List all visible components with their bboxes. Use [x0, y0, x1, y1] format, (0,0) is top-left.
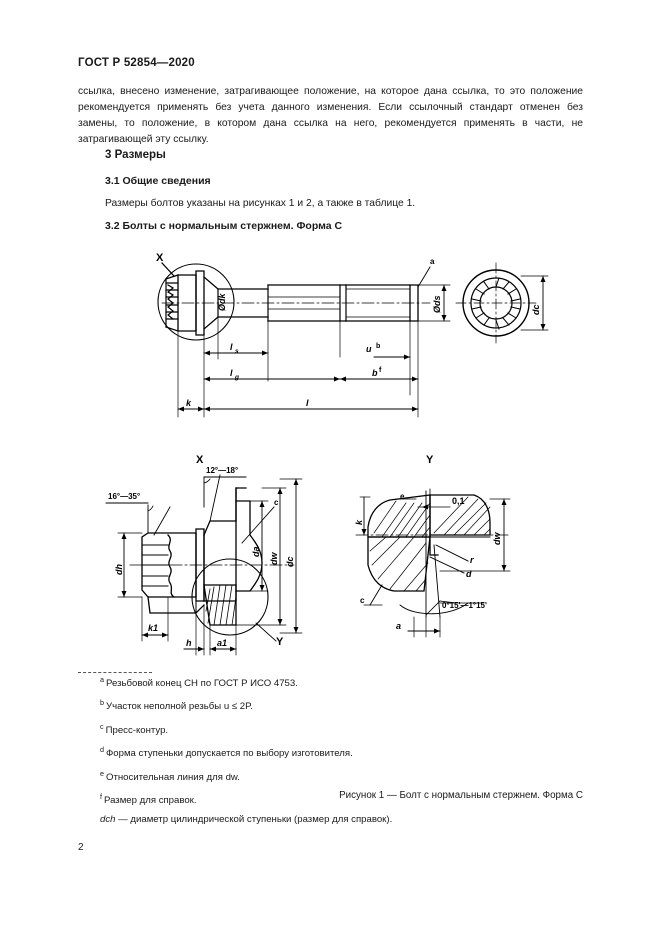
detail-x-angle-left: 16°—35° [108, 492, 140, 501]
end-circular-view [455, 262, 549, 344]
detail-x-dim-da: da [251, 546, 261, 557]
end-view-dim-dc: dc [531, 304, 541, 315]
section-heading-3-2: 3.2 Болты с нормальным стержнем. Форма C [105, 220, 343, 232]
main-view-dim-b-note: f [379, 367, 382, 374]
main-view-dim-l: l [306, 398, 309, 408]
main-view-dim-ls-sub: s [235, 348, 239, 355]
figure-1-technical-drawing: X a u b l s l g b f k l Ødk Øds [78, 245, 583, 660]
detail-x-dim-k1: k1 [148, 623, 158, 633]
figure-caption: Рисунок 1 — Болт с нормальным стержнем. … [339, 790, 583, 801]
intro-paragraph: ссылка, внесено изменение, затрагивающее… [78, 86, 583, 145]
footnote-c-marker: c [100, 721, 104, 731]
section-heading-3-1: 3.1 Общие сведения [105, 175, 211, 187]
main-view-note-a: a [430, 257, 435, 266]
detail-x-dim-dh: dh [114, 564, 124, 575]
detail-y-view [355, 488, 511, 638]
page-number: 2 [78, 842, 84, 853]
main-view-dim-dk: Ødk [217, 293, 227, 311]
detail-y-dim-d: d [466, 569, 472, 579]
footnote-e-text: Относительная линия для dw. [106, 771, 240, 783]
footnote-b-text: Участок неполной резьбы u ≤ 2P. [106, 701, 253, 713]
detail-x-angle-top: 12°—18° [206, 466, 238, 475]
detail-y-note-e: e [400, 492, 405, 501]
footnote-c-text: Пресс-контур. [105, 724, 169, 736]
main-view-dim-lg: l [230, 368, 233, 378]
detail-x-title: X [196, 454, 204, 466]
footnote-a-text: Резьбовой конец CH по ГОСТ Р ИСО 4753. [106, 678, 298, 690]
main-view-dim-b: b [372, 368, 378, 378]
main-side-view [157, 262, 451, 418]
detail-y-dim-a: a [396, 621, 401, 631]
detail-x-dim-dc: dc [285, 556, 295, 567]
main-view-dim-ds: Øds [432, 295, 442, 313]
detail-y-note-c: c [360, 596, 365, 605]
detail-y-dim-dw: dw [492, 532, 502, 545]
footnote-definition: dch — диаметр цилиндрической ступеньки (… [100, 814, 590, 826]
main-view-note-b: b [376, 343, 380, 350]
footnote-f-text: Размер для справок. [104, 795, 197, 807]
detail-y-dim-k: k [354, 519, 364, 525]
detail-y-dim-01: 0,1 [452, 496, 465, 506]
detail-x-note-c: c [274, 498, 279, 507]
footnote-e-marker: e [100, 768, 104, 778]
detail-x-dim-dw: dw [269, 552, 279, 565]
footnote-f-marker: f [100, 791, 102, 801]
footnote-definition-symbol: dch [100, 814, 116, 826]
detail-x-dim-a1: a1 [217, 638, 227, 648]
section-3-1-text: Размеры болтов указаны на рисунках 1 и 2… [105, 198, 416, 209]
main-view-dim-k: k [186, 398, 192, 408]
detail-x-dim-h: h [186, 638, 192, 648]
footnote-d-marker: d [100, 745, 104, 755]
main-view-dim-u: u [366, 344, 372, 354]
detail-y-angle: 0°15'—1°15' [442, 601, 487, 610]
footnote-separator-rule [78, 672, 152, 673]
detail-x-view [105, 474, 303, 656]
footnote-d-text: Форма ступеньки допускается по выбору из… [106, 748, 353, 760]
main-view-detail-x-marker: X [156, 252, 164, 264]
footnote-b-marker: b [100, 698, 104, 708]
footnote-a-marker: a [100, 675, 104, 684]
document-header-standard-number: ГОСТ Р 52854—2020 [78, 57, 195, 69]
section-heading-3: 3 Размеры [105, 149, 166, 161]
detail-y-dim-r: r [470, 555, 474, 565]
bolt-drawing-svg: X a u b l s l g b f k l Ødk Øds [105, 252, 549, 656]
footnote-definition-text: — диаметр цилиндрической ступеньки (разм… [118, 814, 393, 826]
detail-x-detail-y-marker: Y [276, 636, 284, 648]
main-view-dim-lg-sub: g [234, 374, 239, 381]
detail-y-title: Y [426, 454, 434, 466]
main-view-dim-ls: l [230, 342, 233, 352]
